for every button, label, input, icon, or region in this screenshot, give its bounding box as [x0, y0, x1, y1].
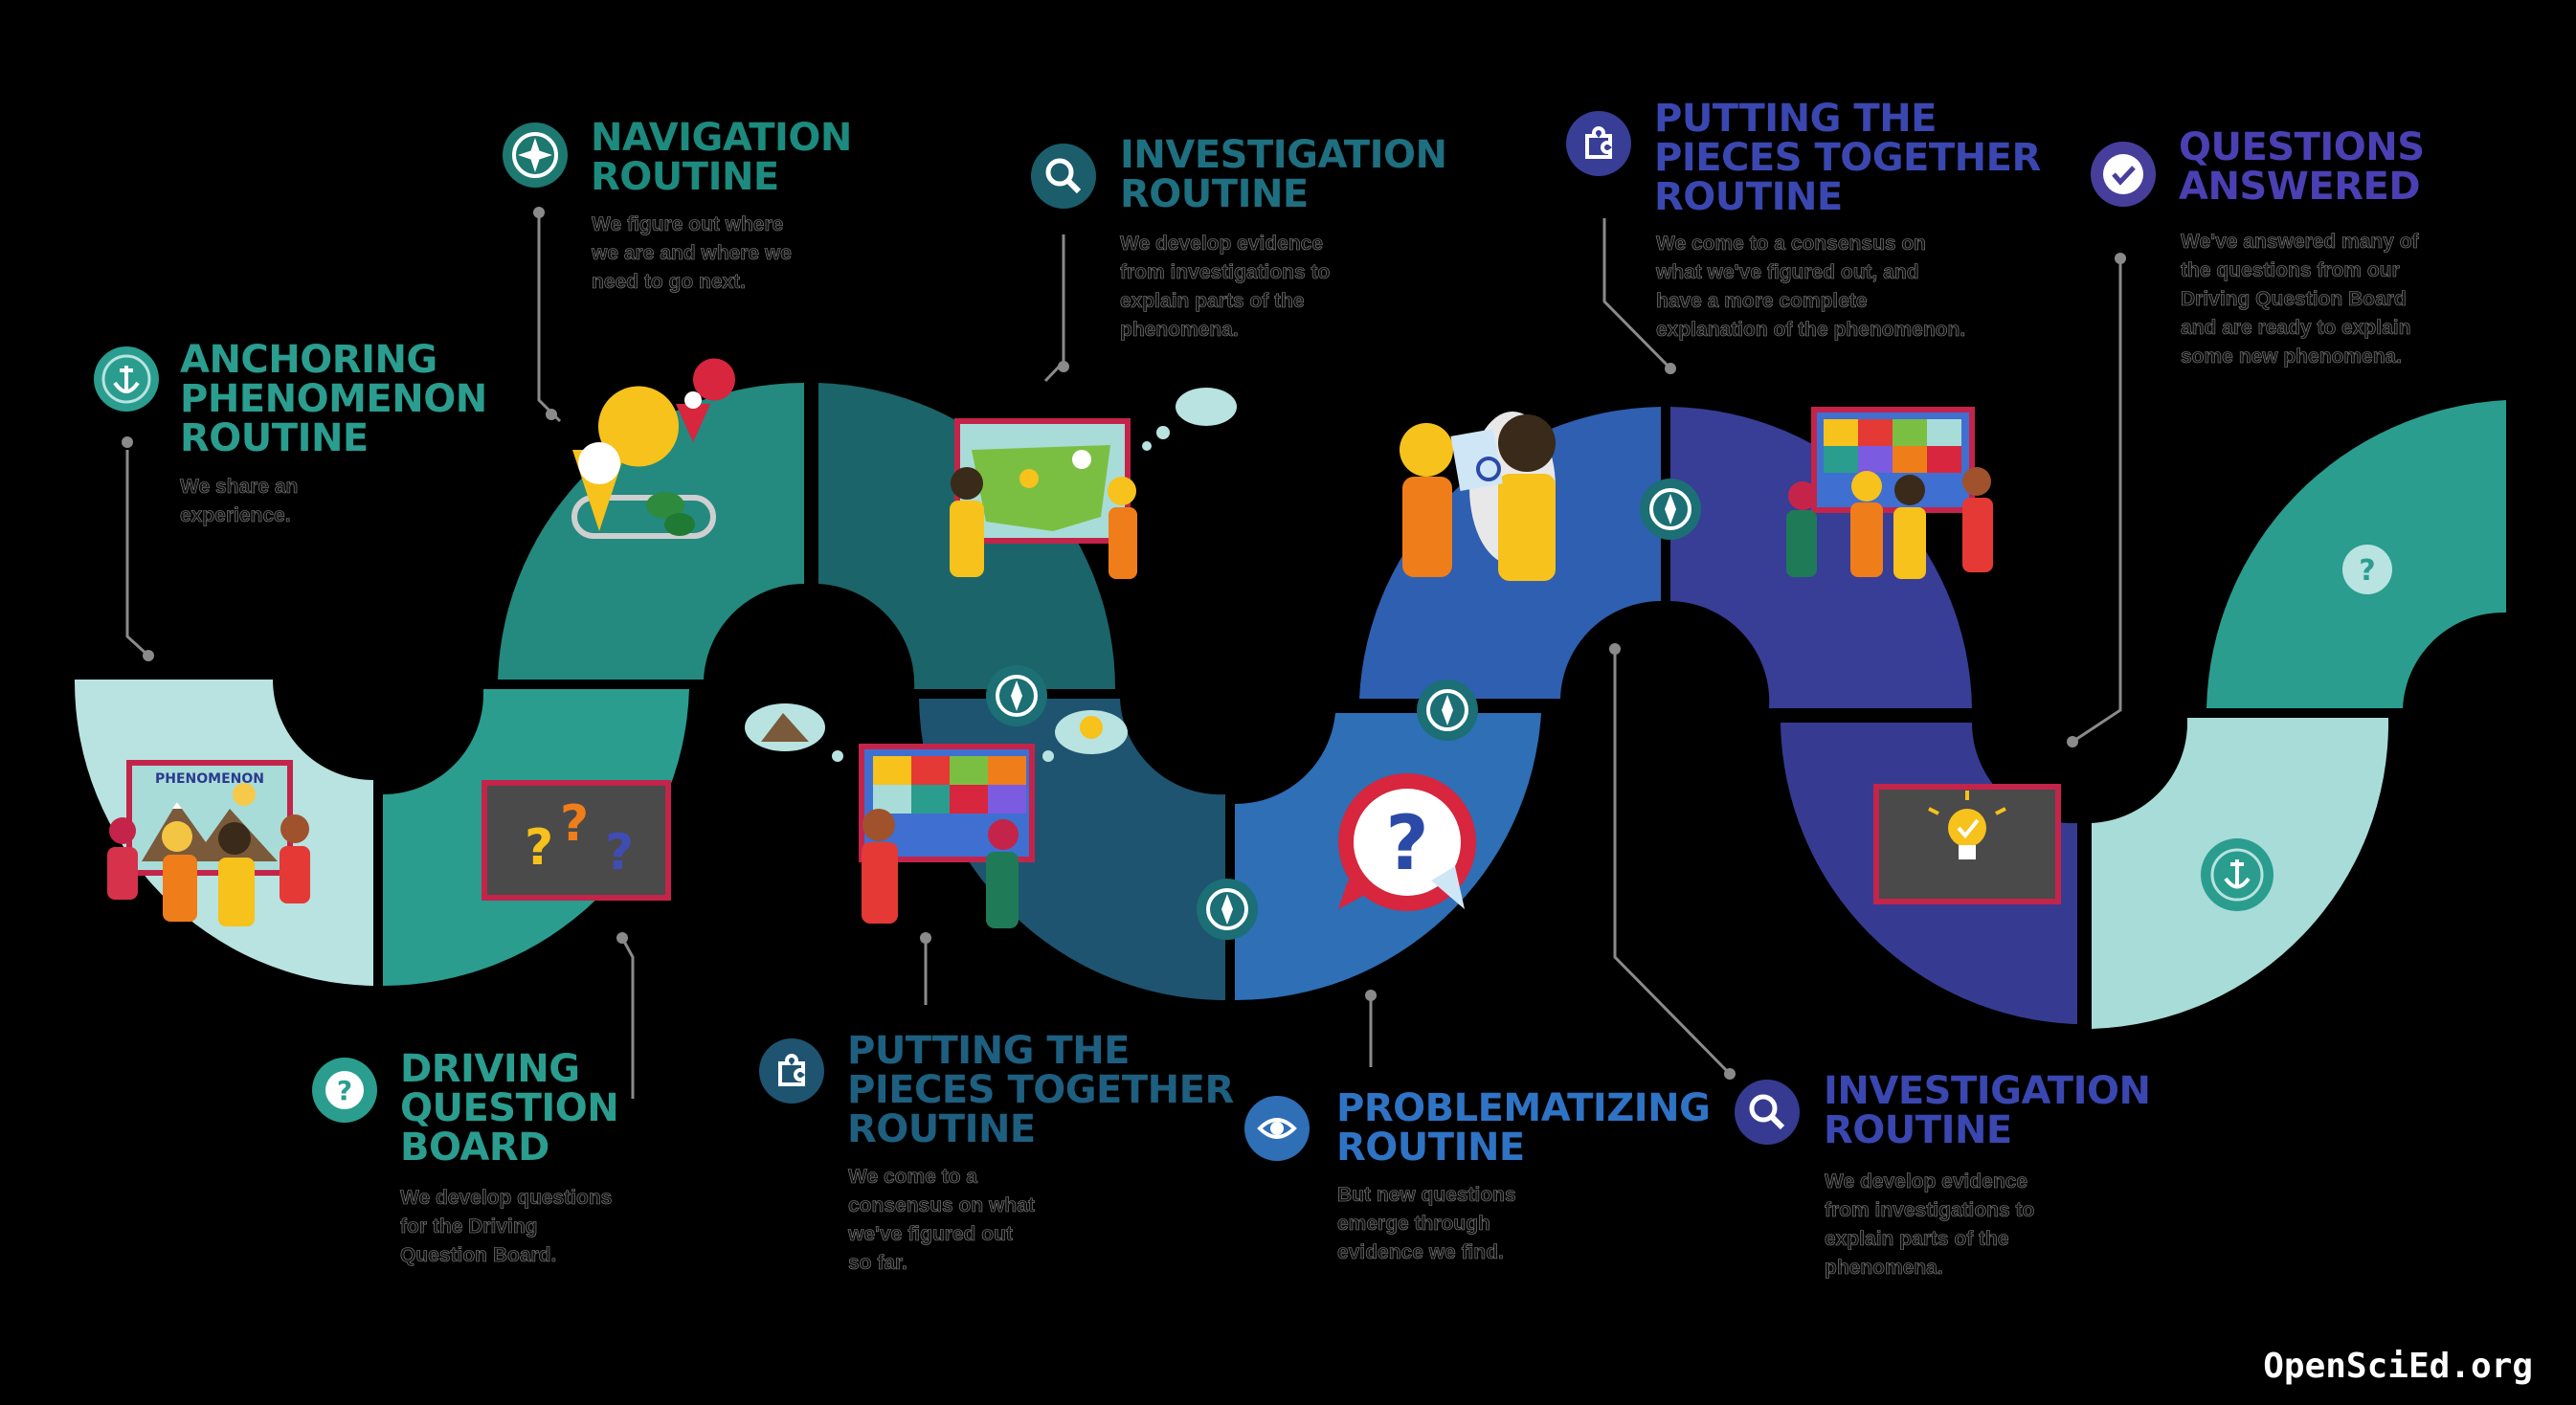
lightbulb-board-illustration: [1873, 784, 2061, 904]
compass-icon: [1640, 479, 1701, 540]
anchor-icon: [2201, 838, 2274, 911]
svg-text:?: ?: [337, 1075, 352, 1106]
questions-answered-desc: We've answered many of the questions fro…: [2181, 231, 2419, 368]
investigation-title-1: INVESTIGATION ROUTINE: [1120, 133, 1447, 216]
anchoring-desc: We share an experience.: [180, 476, 299, 527]
phenomenon-board-label: PHENOMENON: [155, 771, 264, 787]
putting-together-title-2: PUTTING THE PIECES TOGETHER ROUTINE: [1654, 97, 2041, 219]
puzzle-board-illustration-2: [1786, 407, 1993, 579]
driving-question-board-desc: We develop questions for the Driving Que…: [400, 1187, 613, 1267]
investigation-desc-2: We develop evidence from investigations …: [1825, 1171, 2035, 1280]
connector-lines: [125, 212, 2122, 1099]
navigation-title: NAVIGATION ROUTINE: [591, 116, 852, 199]
weather-map-illustration: [950, 388, 1237, 579]
questions-answered-title: QUESTIONS ANSWERED: [2179, 125, 2425, 209]
question-board-illustration: ? ? ?: [482, 780, 671, 901]
examining-students-illustration: [1400, 412, 1556, 581]
svg-text:?: ?: [1385, 801, 1428, 887]
footer-site-link[interactable]: OpenSciEd.org: [2263, 1347, 2533, 1386]
puzzle-icon: [1566, 111, 1631, 176]
putting-together-desc-1: We come to a consensus on what we've fig…: [848, 1166, 1035, 1275]
magnifier-icon: [1031, 144, 1096, 209]
navigation-pin-illustration: [571, 358, 735, 539]
problematizing-title: PROBLEMATIZING ROUTINE: [1336, 1086, 1711, 1170]
svg-text:?: ?: [605, 824, 634, 881]
check-icon: [2091, 142, 2156, 207]
question-icon: ?: [312, 1058, 377, 1123]
compass-icon: [986, 665, 1047, 726]
svg-text:?: ?: [560, 795, 589, 853]
phenomenon-board-illustration: PHENOMENON: [107, 760, 310, 926]
compass-icon: [1197, 879, 1258, 940]
putting-together-desc-2: We come to a consensus on what we've fig…: [1656, 233, 1966, 342]
problematizing-bubble-illustration: ?: [1338, 773, 1476, 911]
road-segments: [74, 383, 2506, 1029]
anchor-icon: [94, 346, 159, 412]
puzzle-board-illustration-1: [745, 703, 1128, 928]
svg-text:?: ?: [2359, 554, 2375, 588]
eye-icon: [1244, 1096, 1310, 1161]
driving-question-board-title: DRIVING QUESTION BOARD: [400, 1047, 619, 1170]
compass-icon: [1417, 680, 1478, 741]
investigation-title-2: INVESTIGATION ROUTINE: [1824, 1069, 2151, 1152]
anchoring-title: ANCHORING PHENOMENON ROUTINE: [180, 338, 487, 460]
problematizing-desc: But new questions emerge through evidenc…: [1337, 1184, 1516, 1264]
question-icon: ?: [2342, 545, 2392, 594]
navigation-desc: We figure out where we are and where we …: [592, 213, 793, 294]
road-markers: ?: [986, 479, 2392, 940]
magnifier-icon: [1735, 1080, 1800, 1145]
puzzle-icon: [759, 1038, 824, 1104]
compass-icon: [503, 123, 568, 188]
svg-text:?: ?: [525, 819, 553, 877]
investigation-desc-1: We develop evidence from investigations …: [1120, 233, 1331, 342]
putting-together-title-1: PUTTING THE PIECES TOGETHER ROUTINE: [847, 1029, 1234, 1151]
